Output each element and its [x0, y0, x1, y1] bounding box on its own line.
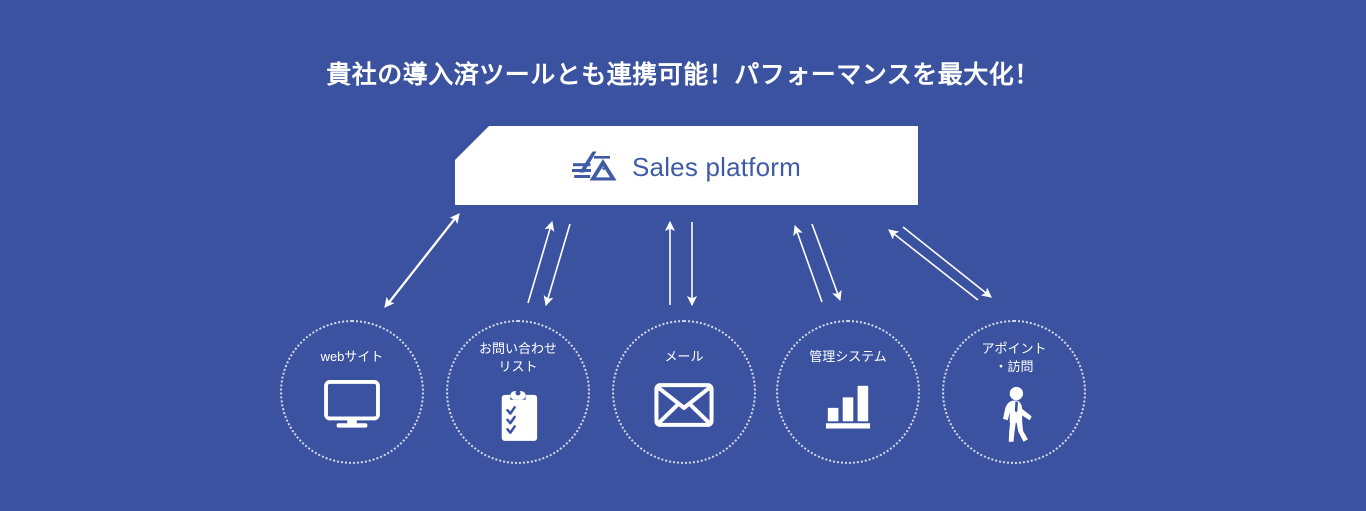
connector-website — [384, 213, 460, 308]
connector-management-system — [793, 223, 842, 303]
node-label: 管理システム — [809, 349, 887, 364]
connector-appointment-visit — [888, 226, 992, 301]
connector-mail — [664, 220, 698, 307]
node-label: メール — [664, 349, 704, 364]
node-mail[interactable]: メール — [612, 320, 756, 464]
envelope-icon — [654, 376, 714, 434]
node-label: webサイト — [320, 349, 384, 364]
monitor-icon — [322, 376, 382, 434]
connector-inquiry-list — [527, 220, 571, 307]
node-website[interactable]: webサイト — [280, 320, 424, 464]
node-appointment-visit[interactable]: アポイント ・訪問 — [942, 320, 1086, 464]
node-inquiry-list[interactable]: お問い合わせ リスト — [446, 320, 590, 464]
sales-platform-banner: Sales platform — [455, 126, 918, 205]
node-label: お問い合わせ リスト — [478, 341, 557, 374]
sales-platform-logo-icon — [572, 150, 618, 186]
clipboard-checklist-icon — [488, 386, 548, 444]
bar-chart-icon — [818, 376, 878, 434]
banner-content: Sales platform — [572, 150, 801, 186]
banner-title: Sales platform — [632, 152, 801, 182]
node-label: アポイント ・訪問 — [981, 341, 1047, 374]
node-management-system[interactable]: 管理システム — [776, 320, 920, 464]
walking-person-icon — [984, 386, 1044, 444]
page-title: 貴社の導入済ツールとも連携可能！パフォーマンスを最大化！ — [326, 61, 1040, 89]
